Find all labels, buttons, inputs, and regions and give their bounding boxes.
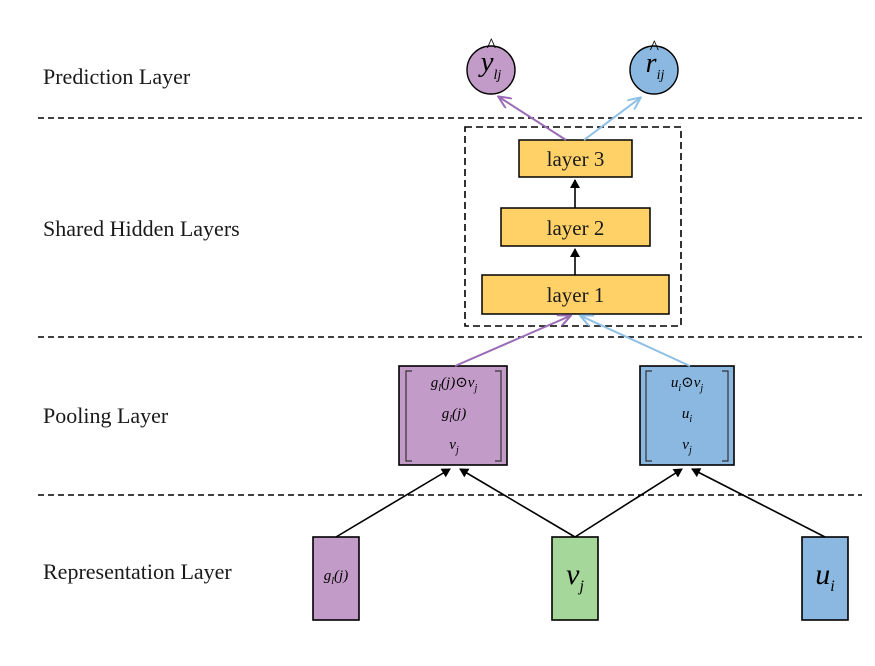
output-y-sub: lj — [493, 68, 502, 83]
pool-right-row-3: vj — [682, 437, 692, 456]
rep-v-box — [551, 536, 599, 621]
pool-right-row-1: ui⊙vj — [670, 375, 704, 394]
arrow-v-to-poolright — [574, 468, 683, 538]
arrow-poolright-to-layer1 — [581, 316, 691, 367]
row-label-pooling: Pooling Layer — [43, 403, 169, 428]
output-r-symbol: ^ r ij — [645, 37, 665, 83]
rep-u-symbol: ui — [815, 558, 835, 596]
layer-3-box — [518, 139, 633, 178]
arrow-poolleft-to-layer1 — [454, 316, 570, 367]
output-r-main: r — [645, 48, 657, 79]
pool-right-row-2: ui — [681, 406, 693, 425]
arrow-layer3-to-r — [583, 98, 640, 141]
output-y-circle — [466, 45, 516, 95]
pool-left-row-1: gl(j)⊙vj — [430, 375, 478, 394]
pool-left-bracket-open — [405, 370, 412, 462]
output-y-main: y — [480, 46, 494, 78]
rep-u-box — [801, 536, 849, 621]
rep-v-symbol: vj — [566, 558, 584, 596]
row-label-shared-hidden: Shared Hidden Layers — [43, 216, 240, 241]
output-y-symbol: ^ y lj — [480, 35, 502, 83]
layer-1-label: layer 1 — [547, 283, 605, 307]
arrow-layer3-to-y — [499, 97, 567, 141]
row-label-representation: Representation Layer — [43, 559, 232, 584]
pool-right-box — [639, 365, 735, 466]
pool-left-row-2: gl(j) — [441, 406, 467, 425]
pool-left-bracket-close — [495, 370, 502, 462]
rep-g-symbol: gl(j) — [323, 568, 349, 587]
pool-left-box — [398, 365, 508, 466]
pool-right-bracket-close — [722, 370, 729, 462]
output-r-circle — [629, 45, 679, 95]
arrow-g-to-poolleft — [335, 468, 451, 538]
pool-right-bracket-open — [645, 370, 652, 462]
arrow-v-to-poolleft — [459, 468, 576, 538]
row-label-prediction: Prediction Layer — [43, 64, 191, 89]
layer-3-label: layer 3 — [547, 147, 605, 171]
output-r-sub: ij — [656, 68, 665, 83]
layer-2-label: layer 2 — [547, 216, 605, 240]
arrow-u-to-poolright — [691, 468, 826, 538]
pool-left-row-3: vj — [449, 437, 459, 456]
